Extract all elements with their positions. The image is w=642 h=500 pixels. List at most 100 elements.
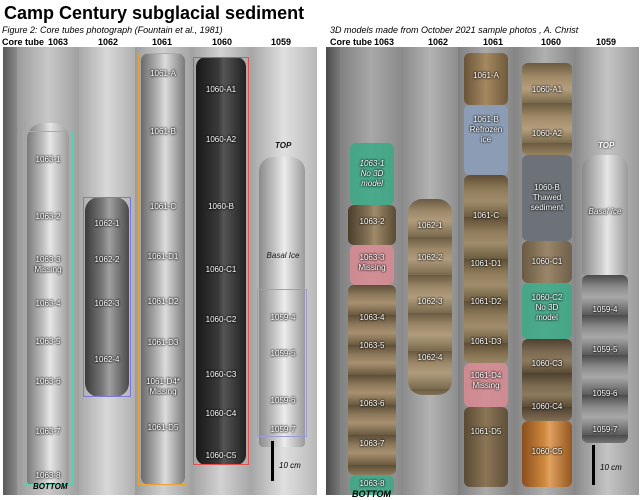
label-1063-5-left: 1063-5	[35, 337, 61, 346]
box-1059-left	[257, 289, 307, 437]
left-tray-edge	[3, 47, 17, 495]
model-1063-4-7	[348, 285, 396, 475]
model-1060-C5	[522, 421, 572, 487]
box-1061-left	[138, 53, 188, 485]
label-1061-D4-left: 1061-D4* Missing	[146, 377, 180, 396]
label-1063-7-right: 1063-7	[359, 439, 385, 448]
label-1063-7-left: 1063-7	[35, 427, 61, 436]
right-caption: 3D models made from October 2021 sample …	[330, 25, 579, 35]
label-1061-D4-right: 1061-D4 Missing	[470, 371, 502, 390]
left-header-1063: 1063	[48, 37, 69, 47]
label-1063-4-left: 1063-4	[35, 299, 61, 308]
label-1060-B-right: 1060-B Thawed sediment	[530, 183, 564, 212]
bottom-label-left: BOTTOM	[33, 482, 68, 491]
left-header-1062: 1062	[98, 37, 119, 47]
model-1060-C1	[522, 241, 572, 283]
label-1060-A1-left: 1060-A1	[205, 85, 237, 94]
label-1060-C5-right: 1060-C5	[531, 447, 563, 456]
label-1060-A2-left: 1060-A2	[205, 135, 237, 144]
scale-label-left: 10 cm	[279, 461, 301, 470]
model-1060-C3-C4	[522, 339, 572, 421]
right-header-1063: 1063	[374, 37, 395, 47]
refrozen-1061-B	[464, 105, 508, 175]
missing-1061-D4	[464, 363, 508, 407]
model-1063-2	[348, 205, 396, 245]
left-header-1060: 1060	[212, 37, 233, 47]
no-model-1063-8	[350, 475, 394, 495]
no-model-1060-C2	[522, 283, 572, 339]
label-1063-6-right: 1063-6	[359, 399, 385, 408]
label-1061-D2-left: 1061-D2	[147, 297, 179, 306]
label-1059-5-right: 1059-5	[592, 345, 618, 354]
bottom-label-right: BOTTOM	[352, 489, 391, 499]
label-1063-4-right: 1063-4	[359, 313, 385, 322]
label-1061-B-right: 1061-B Refrozen ice	[469, 115, 503, 144]
right-header-core-tube: Core tube	[330, 37, 373, 47]
label-1063-8-right: 1063-8	[359, 479, 385, 488]
label-1061-D1-right: 1061-D1	[470, 259, 502, 268]
label-1060-C5-left: 1060-C5	[205, 451, 237, 460]
label-1063-6-left: 1063-6	[35, 377, 61, 386]
label-1063-5-right: 1063-5	[359, 341, 385, 350]
right-3d-models: 1063-1 No 3D model 1063-2 1063-3 Missing…	[326, 47, 639, 495]
label-1060-C3-left: 1060-C3	[205, 370, 237, 379]
right-header-1062: 1062	[428, 37, 449, 47]
box-1063-left	[23, 131, 73, 485]
label-1061-A-left: 1061-A	[150, 69, 176, 78]
thawed-1060-B	[522, 155, 572, 241]
box-1062-left	[83, 197, 131, 397]
label-1059-6-left: 1059-6	[270, 396, 296, 405]
label-1061-C-right: 1061-C	[472, 211, 500, 220]
label-1063-3-left: 1063-3 Missing	[34, 255, 62, 274]
box-1060-left	[193, 57, 249, 465]
label-1060-C4-left: 1060-C4	[205, 409, 237, 418]
scale-label-right: 10 cm	[600, 463, 622, 472]
core-1061-left	[141, 53, 185, 485]
label-1062-2-left: 1062-2	[94, 255, 120, 264]
label-1062-3-left: 1062-3	[94, 299, 120, 308]
model-1061-D5	[464, 407, 508, 487]
right-header-1060: 1060	[541, 37, 562, 47]
model-1062	[408, 199, 452, 395]
left-header-1061: 1061	[152, 37, 173, 47]
left-caption: Figure 2: Core tubes photograph (Fountai…	[2, 25, 223, 35]
label-1062-2-right: 1062-2	[417, 253, 443, 262]
label-1063-8-left: 1063-8	[35, 471, 61, 480]
label-1062-3-right: 1062-3	[417, 297, 443, 306]
label-1063-2-right: 1063-2	[359, 217, 385, 226]
model-1061-A	[464, 53, 508, 105]
label-1059-7-left: 1059-7	[270, 425, 296, 434]
model-1060-A	[522, 63, 572, 155]
label-1059-7-right: 1059-7	[592, 425, 618, 434]
left-header-1059: 1059	[271, 37, 292, 47]
right-header-1061: 1061	[483, 37, 504, 47]
label-1061-B-left: 1061-B	[150, 127, 176, 136]
label-1061-D1-left: 1061-D1	[147, 252, 179, 261]
label-1062-4-left: 1062-4	[94, 355, 120, 364]
scale-bar-right	[592, 445, 595, 485]
label-1060-A1-right: 1060-A1	[531, 85, 563, 94]
right-header-1059: 1059	[596, 37, 617, 47]
label-1061-A-right: 1061-A	[473, 71, 499, 80]
label-1061-D3-left: 1061-D3	[147, 338, 179, 347]
label-1060-C3-right: 1060-C3	[531, 359, 563, 368]
label-1060-C1-right: 1060-C1	[531, 257, 563, 266]
core-1060-left	[196, 57, 246, 465]
label-1060-B-left: 1060-B	[208, 202, 234, 211]
label-1062-4-right: 1062-4	[417, 353, 443, 362]
label-1060-C4-right: 1060-C4	[531, 402, 563, 411]
label-1061-D5-right: 1061-D5	[470, 427, 502, 436]
core-1059-left	[259, 157, 305, 447]
left-core-photo: 1063-1 1063-2 1063-3 Missing 1063-4 1063…	[3, 47, 317, 495]
right-tray-edge	[326, 47, 340, 495]
model-1059-ice	[582, 155, 628, 275]
label-1060-C2-right: 1060-C2 No 3D model	[531, 293, 563, 322]
label-1062-1-right: 1062-1	[417, 221, 443, 230]
scale-bar-left	[271, 441, 274, 481]
label-1059-4-left: 1059-4	[270, 313, 296, 322]
core-1062-left	[85, 197, 129, 397]
label-1059-5-left: 1059-5	[270, 349, 296, 358]
top-label-left: TOP	[275, 141, 292, 150]
label-1060-C2-left: 1060-C2	[205, 315, 237, 324]
model-1059-4-7	[582, 275, 628, 443]
